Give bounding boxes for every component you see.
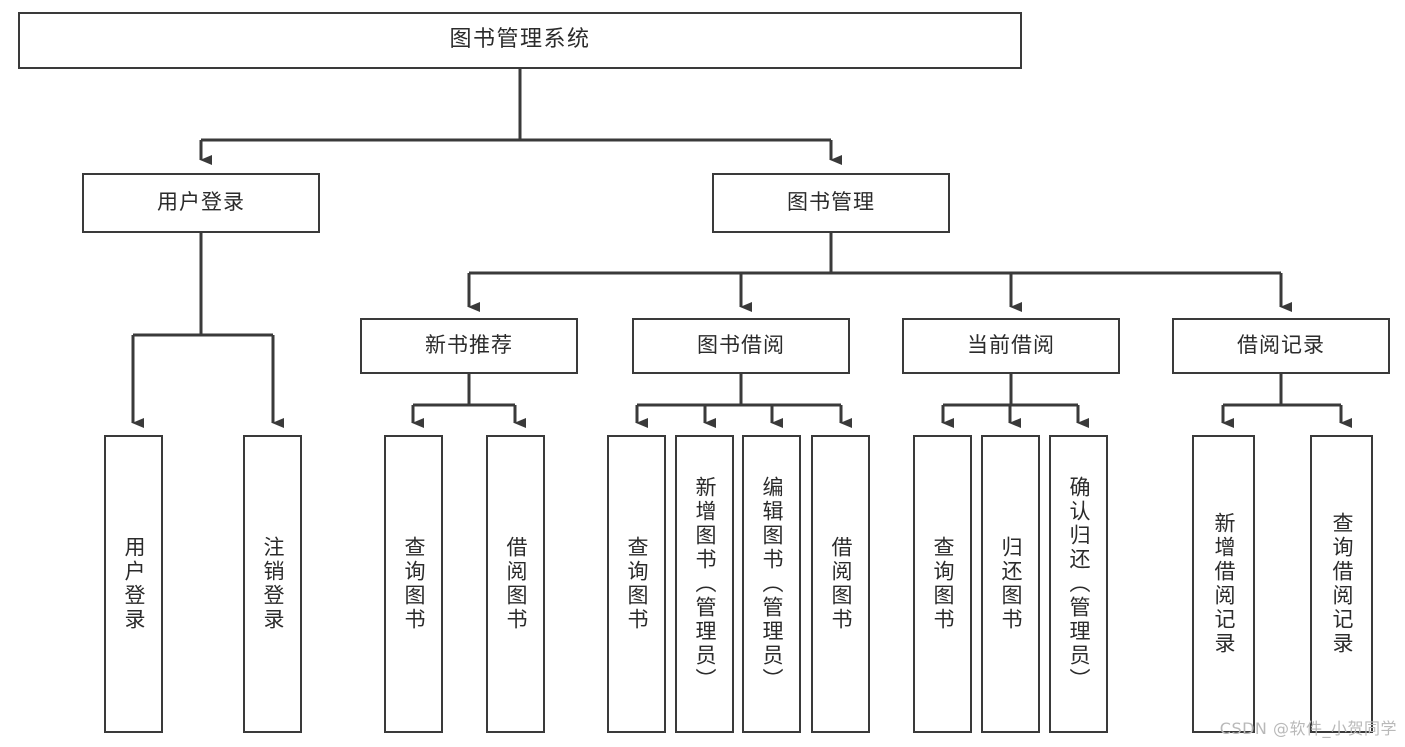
node-label: 借阅图书 [504,536,528,632]
leaf-user-login-logout[interactable]: 注销登录 [243,435,302,733]
node-label: 用户登录 [122,536,146,632]
node-book-management[interactable]: 图书管理 [712,173,950,233]
node-label: 归还图书 [999,536,1023,632]
node-label: 注销登录 [261,536,285,632]
leaf-record-query-record[interactable]: 查询借阅记录 [1310,435,1373,733]
node-root-system[interactable]: 图书管理系统 [18,12,1022,69]
node-label: 图书管理系统 [449,27,591,53]
node-label: 确认归还（管理员） [1067,476,1091,692]
node-book-borrow[interactable]: 图书借阅 [632,318,850,374]
node-label: 用户登录 [157,190,245,215]
node-label: 图书借阅 [697,333,785,358]
leaf-current-query-book[interactable]: 查询图书 [913,435,972,733]
node-label: 查询借阅记录 [1330,512,1354,656]
leaf-borrow-query-book[interactable]: 查询图书 [607,435,666,733]
leaf-recommend-borrow-book[interactable]: 借阅图书 [486,435,545,733]
leaf-borrow-add-book-admin[interactable]: 新增图书（管理员） [675,435,734,733]
node-borrow-record[interactable]: 借阅记录 [1172,318,1390,374]
leaf-recommend-query-book[interactable]: 查询图书 [384,435,443,733]
node-label: 编辑图书（管理员） [760,476,784,692]
node-label: 当前借阅 [967,333,1055,358]
leaf-borrow-borrow-book[interactable]: 借阅图书 [811,435,870,733]
node-label: 借阅记录 [1237,333,1325,358]
node-label: 新增借阅记录 [1212,512,1236,656]
node-label: 新增图书（管理员） [693,476,717,692]
node-label: 新书推荐 [425,333,513,358]
node-label: 图书管理 [787,190,875,215]
node-user-login[interactable]: 用户登录 [82,173,320,233]
node-label: 借阅图书 [829,536,853,632]
node-new-book-recommend[interactable]: 新书推荐 [360,318,578,374]
leaf-current-confirm-return-admin[interactable]: 确认归还（管理员） [1049,435,1108,733]
node-label: 查询图书 [402,536,426,632]
node-label: 查询图书 [625,536,649,632]
leaf-borrow-edit-book-admin[interactable]: 编辑图书（管理员） [742,435,801,733]
leaf-current-return-book[interactable]: 归还图书 [981,435,1040,733]
leaf-record-add-record[interactable]: 新增借阅记录 [1192,435,1255,733]
node-current-borrow[interactable]: 当前借阅 [902,318,1120,374]
node-label: 查询图书 [931,536,955,632]
watermark: CSDN @软件_小贺同学 [1219,719,1397,738]
leaf-user-login-login[interactable]: 用户登录 [104,435,163,733]
